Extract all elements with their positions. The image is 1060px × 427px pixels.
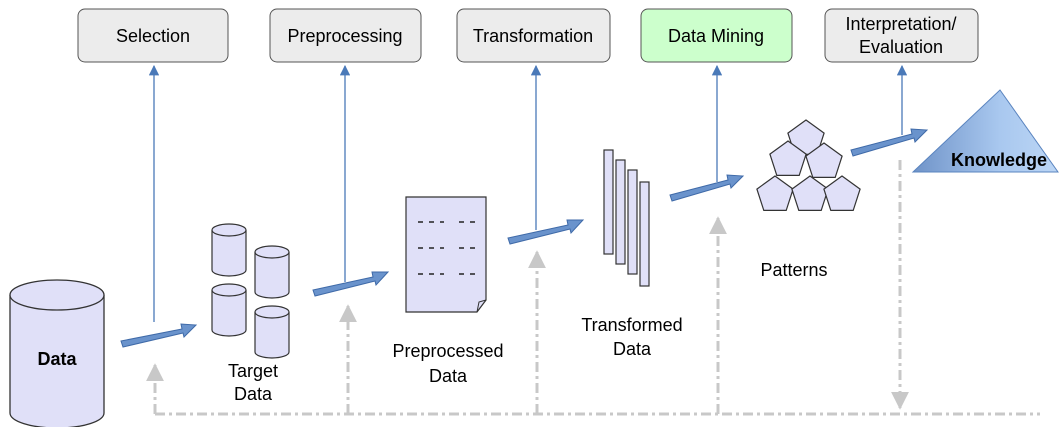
preprocessed-document xyxy=(405,196,487,313)
step-preprocessing-label: Preprocessing xyxy=(287,26,402,46)
transformed-data-label-line1: Transformed xyxy=(581,315,682,335)
flow-arrow-2 xyxy=(312,271,390,297)
transformed-bar-2 xyxy=(615,159,626,265)
target-data-label-line2: Data xyxy=(234,384,273,404)
preprocessed-data-label-line1: Preprocessed xyxy=(392,341,503,361)
pattern-pentagon-6 xyxy=(823,175,861,211)
pattern-pentagon-3 xyxy=(805,142,843,178)
data-cylinder: Data xyxy=(9,279,105,427)
transformed-data-bars xyxy=(603,149,650,287)
knowledge-label: Knowledge xyxy=(951,150,1047,170)
step-interpretation-label-line2: Evaluation xyxy=(859,37,943,57)
step-connectors xyxy=(148,64,908,322)
knowledge-shape: Knowledge xyxy=(911,89,1059,173)
transformed-bar-1 xyxy=(603,149,614,255)
step-interpretation-evaluation: Interpretation/ Evaluation xyxy=(824,8,979,63)
target-cylinder-4 xyxy=(254,305,290,359)
flow-arrow-5 xyxy=(850,128,929,157)
feedback-loop xyxy=(146,160,1040,416)
flow-arrows xyxy=(120,128,929,348)
preprocessed-data-label-line2: Data xyxy=(429,366,468,386)
step-preprocessing: Preprocessing xyxy=(269,8,422,63)
transformed-bar-4 xyxy=(639,181,650,287)
transformed-data-label-line2: Data xyxy=(613,339,652,359)
target-data-cylinders xyxy=(211,223,290,359)
step-selection-label: Selection xyxy=(116,26,190,46)
pattern-pentagon-2 xyxy=(769,140,807,176)
patterns-pentagons xyxy=(756,119,861,211)
target-cylinder-1 xyxy=(211,223,247,277)
flow-arrow-1 xyxy=(120,323,198,348)
flow-arrow-3 xyxy=(507,219,585,245)
step-selection: Selection xyxy=(77,8,229,63)
target-cylinder-2 xyxy=(254,245,290,299)
flow-arrow-4 xyxy=(669,174,745,202)
document-lines xyxy=(418,221,479,275)
step-transformation: Transformation xyxy=(456,8,611,63)
step-transformation-label: Transformation xyxy=(473,26,593,46)
data-label: Data xyxy=(37,349,77,369)
transformed-bar-3 xyxy=(627,169,638,275)
target-data-label-line1: Target xyxy=(228,361,278,381)
step-data-mining-label: Data Mining xyxy=(668,26,764,46)
step-data-mining: Data Mining xyxy=(640,8,793,63)
target-cylinder-3 xyxy=(211,283,247,337)
patterns-label: Patterns xyxy=(760,260,827,280)
pattern-pentagon-4 xyxy=(756,175,794,211)
step-interpretation-label-line1: Interpretation/ xyxy=(845,14,956,34)
pattern-pentagon-5 xyxy=(791,175,829,211)
